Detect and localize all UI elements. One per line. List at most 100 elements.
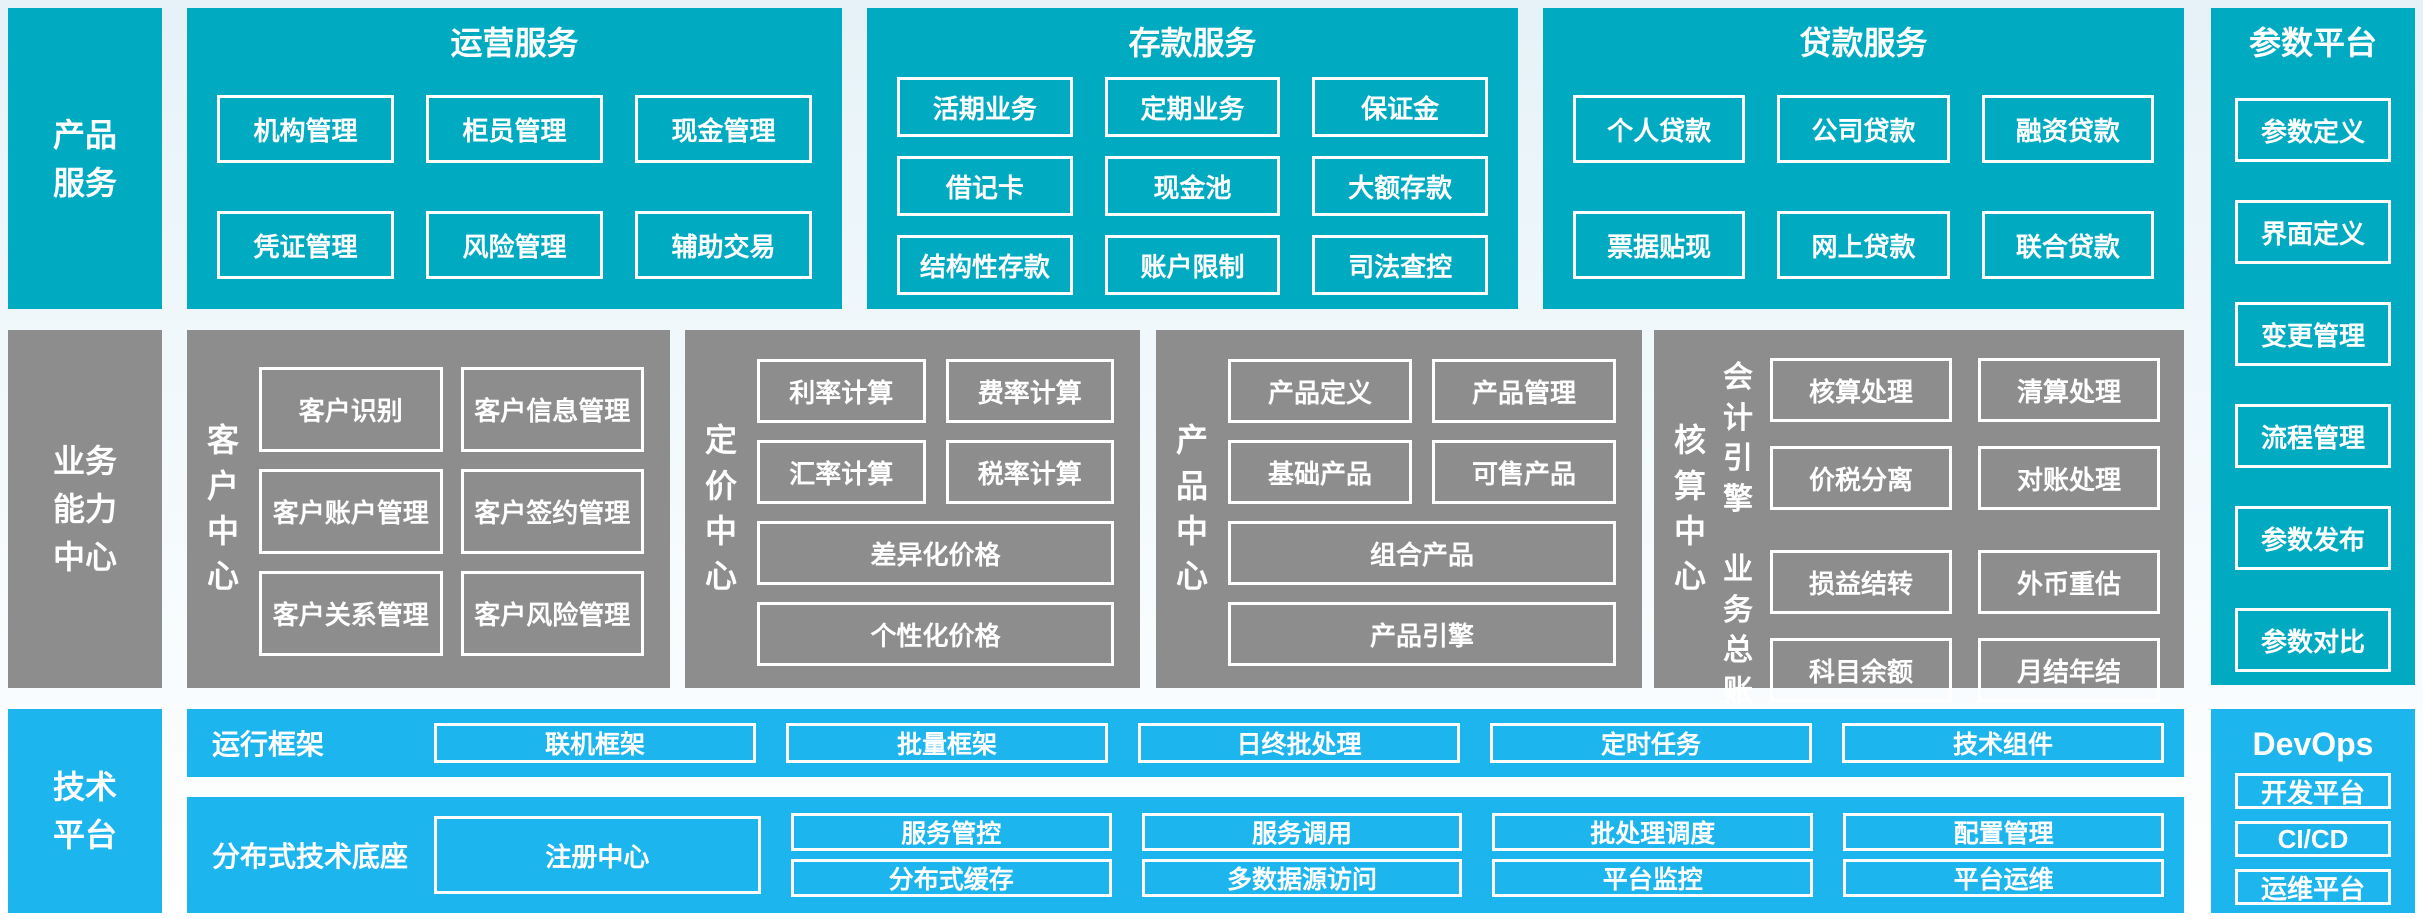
business-ledger-group: 业务总账 损益结转 外币重估 科目余额 月结年结 [1718, 550, 2160, 712]
module-box: 平台运维 [1843, 859, 2164, 897]
module-box: 定时任务 [1490, 723, 1812, 763]
side-label-business-capability: 业务 能力 中心 [8, 330, 162, 688]
module-box: CI/CD [2235, 821, 2391, 858]
block-title: DevOps [2252, 726, 2374, 762]
module-box: 差异化价格 [757, 521, 1114, 585]
module-box: 客户识别 [259, 367, 443, 452]
operations-services-block: 运营服务 机构管理 柜员管理 现金管理 凭证管理 风险管理 辅助交易 [187, 8, 842, 309]
group-vertical-label: 业务总账 [1723, 553, 1753, 708]
module-box: 公司贷款 [1777, 95, 1950, 164]
module-box: 流程管理 [2235, 404, 2391, 469]
module-box: 服务管控 [790, 813, 1112, 851]
module-box: 产品引擎 [1228, 602, 1616, 666]
side-label-product-services: 产品 服务 [8, 8, 162, 309]
accounting-groups: 会计引擎 核算处理 清算处理 价税分离 对账处理 业务总账 损益结转 外币重估 … [1718, 358, 2160, 712]
distributed-pair-column: 配置管理 平台运维 [1843, 813, 2164, 897]
distributed-base-row: 分布式技术底座 注册中心 服务管控 分布式缓存 服务调用 多数据源访问 批处理调… [187, 797, 2184, 913]
module-box: 客户签约管理 [460, 469, 644, 554]
module-box: 损益结转 [1770, 550, 1952, 614]
parameter-platform-list: 参数定义 界面定义 变更管理 流程管理 参数发布 参数对比 [2235, 98, 2391, 673]
module-box: 科目余额 [1770, 638, 1952, 702]
module-box: 联合贷款 [1981, 211, 2154, 280]
module-box: 网上贷款 [1777, 211, 1950, 280]
loan-services-block: 贷款服务 个人贷款 公司贷款 融资贷款 票据贴现 网上贷款 联合贷款 [1543, 8, 2184, 309]
pricing-grid: 利率计算 费率计算 汇率计算 税率计算 差异化价格 个性化价格 [757, 359, 1114, 666]
module-box: 凭证管理 [217, 211, 394, 280]
module-box: 个性化价格 [757, 602, 1114, 666]
pricing-center-block: 定价中心 利率计算 费率计算 汇率计算 税率计算 差异化价格 个性化价格 [685, 330, 1140, 688]
side-label-line: 中心 [52, 539, 117, 575]
side-label-line: 能力 [52, 491, 117, 527]
operations-grid: 机构管理 柜员管理 现金管理 凭证管理 风险管理 辅助交易 [217, 95, 812, 280]
side-label-line: 平台 [52, 817, 117, 853]
side-label-line: 业务 [52, 443, 117, 479]
module-box: 批处理调度 [1492, 813, 1814, 851]
module-box: 税率计算 [945, 440, 1114, 504]
module-box: 融资贷款 [1981, 95, 2154, 164]
module-box: 界面定义 [2235, 200, 2391, 265]
runtime-framework-row: 运行框架 联机框架 批量框架 日终批处理 定时任务 技术组件 [187, 709, 2184, 777]
module-box: 联机框架 [434, 723, 756, 763]
module-box: 司法查控 [1312, 235, 1488, 296]
distributed-boxes: 注册中心 服务管控 分布式缓存 服务调用 多数据源访问 批处理调度 平台监控 配… [434, 813, 2164, 897]
module-box: 现金池 [1104, 156, 1281, 217]
runtime-boxes: 联机框架 批量框架 日终批处理 定时任务 技术组件 [434, 723, 2164, 763]
module-box: 价税分离 [1770, 446, 1952, 510]
accounting-engine-grid: 核算处理 清算处理 价税分离 对账处理 [1770, 358, 2160, 520]
accounting-engine-group: 会计引擎 核算处理 清算处理 价税分离 对账处理 [1718, 358, 2160, 520]
module-box: 风险管理 [426, 211, 603, 280]
module-box: 配置管理 [1843, 813, 2164, 851]
module-box: 辅助交易 [635, 211, 812, 280]
module-box: 参数定义 [2235, 98, 2391, 163]
parameter-platform-block: 参数平台 参数定义 界面定义 变更管理 流程管理 参数发布 参数对比 [2211, 8, 2415, 685]
module-box: 现金管理 [635, 95, 812, 164]
row-label: 分布式技术底座 [212, 841, 409, 872]
module-box: 客户账户管理 [259, 469, 443, 554]
side-label-line: 产品 [52, 116, 117, 153]
block-title: 存款服务 [1128, 25, 1257, 61]
module-box: 费率计算 [945, 359, 1114, 423]
module-box: 注册中心 [434, 816, 761, 894]
module-box: 客户风险管理 [460, 571, 644, 656]
business-ledger-grid: 损益结转 外币重估 科目余额 月结年结 [1770, 550, 2160, 712]
module-box: 月结年结 [1978, 638, 2160, 702]
distributed-pair-column: 批处理调度 平台监控 [1492, 813, 1814, 897]
product-center-block: 产品中心 产品定义 产品管理 基础产品 可售产品 组合产品 产品引擎 [1156, 330, 1642, 688]
module-box: 参数发布 [2235, 506, 2391, 571]
side-label-line: 服务 [52, 164, 117, 201]
deposit-grid: 活期业务 定期业务 保证金 借记卡 现金池 大额存款 结构性存款 账户限制 司法… [897, 77, 1488, 296]
module-box: 批量框架 [786, 723, 1108, 763]
center-vertical-label: 定价中心 [704, 422, 737, 595]
module-box: 外币重估 [1978, 550, 2160, 614]
module-box: 参数对比 [2235, 608, 2391, 673]
module-box: 保证金 [1312, 77, 1488, 138]
customer-grid: 客户识别 客户信息管理 客户账户管理 客户签约管理 客户关系管理 客户风险管理 [259, 367, 644, 656]
module-box: 账户限制 [1104, 235, 1281, 296]
module-box: 开发平台 [2235, 773, 2391, 810]
module-box: 活期业务 [897, 77, 1073, 138]
module-box: 机构管理 [217, 95, 394, 164]
module-box: 客户信息管理 [460, 367, 644, 452]
module-box: 平台监控 [1492, 859, 1814, 897]
module-box: 组合产品 [1228, 521, 1616, 585]
side-label-line: 技术 [52, 769, 117, 805]
module-box: 客户关系管理 [259, 571, 443, 656]
product-grid: 产品定义 产品管理 基础产品 可售产品 组合产品 产品引擎 [1228, 359, 1616, 666]
devops-list: 开发平台 CI/CD 运维平台 [2235, 773, 2391, 906]
module-box: 产品定义 [1228, 359, 1412, 423]
module-box: 日终批处理 [1138, 723, 1460, 763]
center-vertical-label: 产品中心 [1175, 422, 1208, 595]
module-box: 基础产品 [1228, 440, 1412, 504]
module-box: 技术组件 [1842, 723, 2164, 763]
module-box: 核算处理 [1770, 358, 1952, 422]
module-box: 结构性存款 [897, 235, 1073, 296]
block-title: 运营服务 [450, 25, 579, 61]
module-box: 借记卡 [897, 156, 1073, 217]
module-box: 汇率计算 [757, 440, 926, 504]
row-label: 运行框架 [212, 729, 325, 760]
customer-center-block: 客户中心 客户识别 客户信息管理 客户账户管理 客户签约管理 客户关系管理 客户… [187, 330, 670, 688]
module-box: 服务调用 [1141, 813, 1463, 851]
module-box: 大额存款 [1312, 156, 1488, 217]
module-box: 分布式缓存 [790, 859, 1112, 897]
module-box: 多数据源访问 [1141, 859, 1463, 897]
